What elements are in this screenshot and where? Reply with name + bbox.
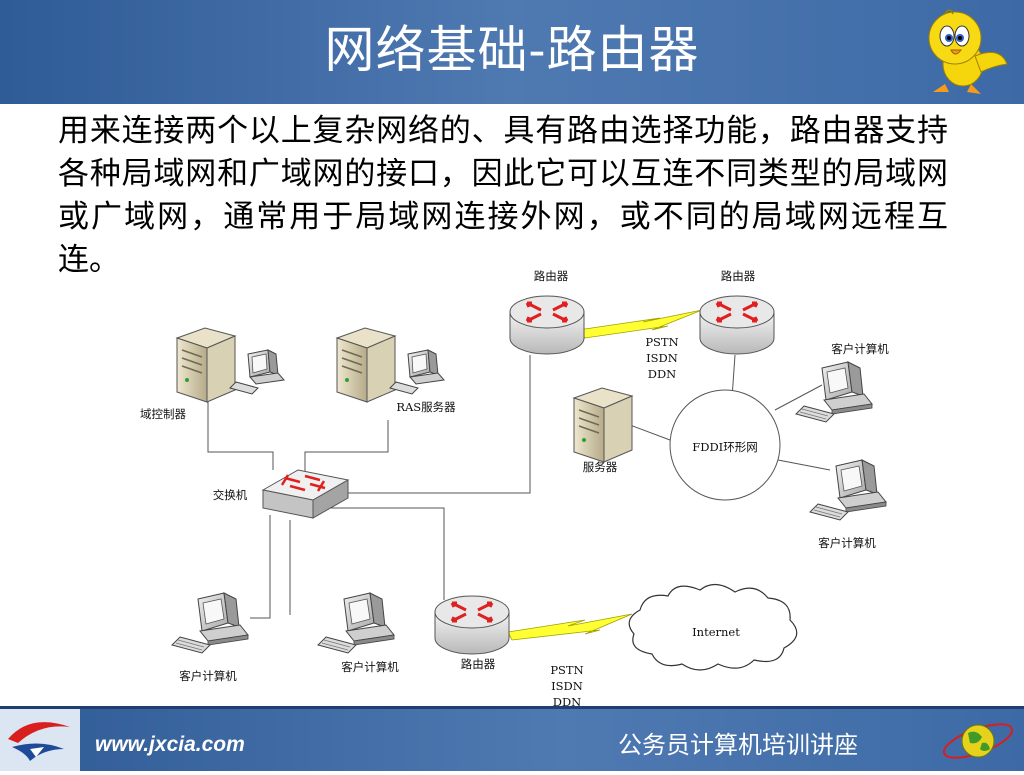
footer-course-title: 公务员计算机培训讲座 — [618, 731, 858, 759]
ras-server-icon — [336, 327, 396, 403]
link-bottom-ddn: DDN — [553, 695, 582, 709]
fddi-ring-label: FDDI环形网 — [692, 440, 757, 454]
internet-cloud — [628, 583, 798, 671]
domain-controller-pc-icon — [229, 349, 285, 395]
client-pc-bottom-left-icon — [171, 592, 249, 654]
router-bottom-label: 路由器 — [461, 657, 496, 671]
domain-controller-server-icon — [176, 327, 236, 403]
switch-icon — [261, 469, 350, 519]
link-top-isdn: ISDN — [646, 351, 678, 365]
client-bottom-left-label: 客户计算机 — [179, 669, 237, 683]
client-pc-bottom-mid-icon — [317, 592, 395, 654]
domain-controller-label: 域控制器 — [140, 407, 186, 421]
client-mid-right-label: 客户计算机 — [818, 536, 876, 550]
header-bar — [0, 0, 1024, 104]
footer-logo — [0, 709, 80, 771]
footer-url-link[interactable]: www.jxcia.com — [95, 733, 245, 756]
server-icon — [573, 387, 633, 463]
ras-server-pc-icon — [389, 349, 445, 395]
link-bottom-isdn: ISDN — [551, 679, 583, 693]
globe-orbit-icon — [942, 723, 1014, 759]
router-top-left-icon — [508, 294, 586, 356]
wan-link-lightning-bottom — [507, 613, 633, 641]
router-top-right-label: 路由器 — [721, 269, 756, 283]
client-pc-top-right-icon — [795, 361, 873, 423]
router-top-left-label: 路由器 — [534, 269, 569, 283]
link-top-pstn: PSTN — [645, 335, 678, 349]
fddi-ring — [669, 389, 781, 501]
router-top-right-icon — [698, 294, 776, 356]
wan-link-lightning-top — [577, 309, 703, 339]
link-bottom-pstn: PSTN — [550, 663, 583, 677]
switch-label: 交换机 — [213, 488, 248, 502]
tweety-bird-icon — [928, 9, 1008, 94]
ras-server-label: RAS服务器 — [396, 400, 456, 414]
client-pc-mid-right-icon — [809, 459, 887, 521]
slide-title: 网络基础-路由器 — [324, 21, 700, 79]
internet-label: Internet — [692, 625, 740, 639]
client-bottom-mid-label: 客户计算机 — [341, 660, 399, 674]
client-top-right-label: 客户计算机 — [831, 342, 889, 356]
footer-bar: www.jxcia.com 公务员计算机培训讲座 — [0, 706, 1024, 771]
server-label: 服务器 — [583, 460, 618, 474]
logo-swoosh-icon — [8, 722, 70, 761]
router-bottom-icon — [433, 594, 511, 656]
connection-lines — [207, 354, 831, 619]
link-top-ddn: DDN — [648, 367, 677, 381]
body-paragraph: 用来连接两个以上复杂网络的、具有路由选择功能，路由器支持各种局域网和广域网的接口… — [58, 113, 948, 278]
